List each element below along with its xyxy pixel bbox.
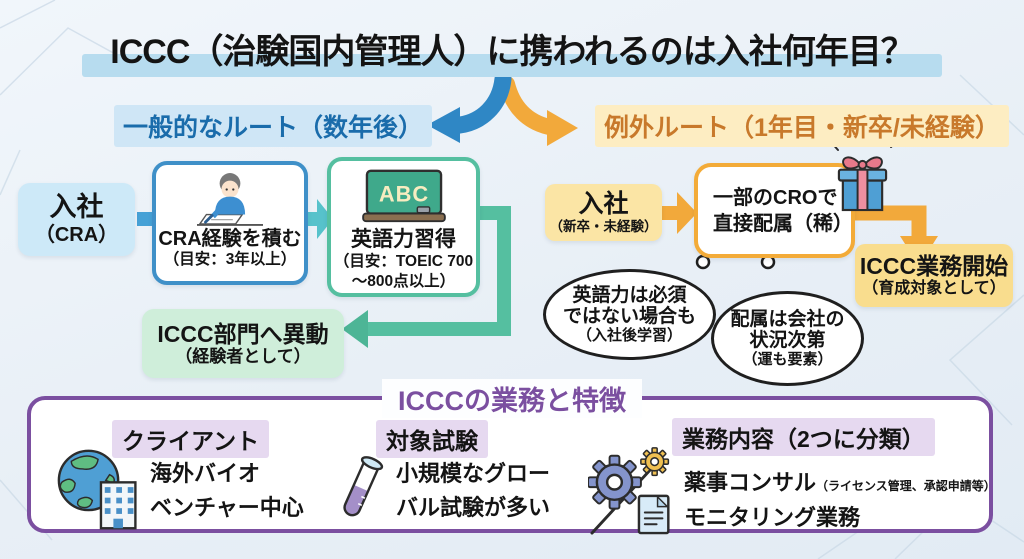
box-sublabel: （新卒・未経験） [549, 219, 658, 235]
exception-start-box: 入社 （新卒・未経験） [545, 184, 662, 241]
box-label: ICCC業務開始 [859, 253, 1009, 280]
features-title: ICCCの業務と特徴 [382, 379, 642, 418]
box-note: （育成対象として） [862, 279, 1006, 297]
box-note: （目安：3年以上） [163, 251, 297, 268]
person-writing-icon [197, 173, 263, 226]
general-start-box: 入社 （CRA） [18, 183, 135, 256]
title-highlight-bar [82, 54, 942, 77]
cro-direct-assignment-box: 一部のCROで 直接配属（稀） [694, 163, 855, 258]
route-label-general: 一般的なルート（数年後） [114, 105, 433, 147]
heading-work-content: 業務内容（2つに分類） [672, 418, 935, 456]
heading-client: クライアント [112, 420, 270, 458]
box-label: ICCC部門へ異動 [157, 320, 329, 347]
box-label: 入社 [49, 192, 104, 223]
route-label-exception: 例外ルート（1年目・新卒/未経験） [595, 105, 1009, 147]
test-tube-icon [343, 456, 384, 517]
box-sublabel: （CRA） [34, 223, 119, 246]
heading-target-trials: 対象試験 [376, 420, 488, 458]
box-label: 英語力習得 [351, 228, 456, 251]
svg-text:ABC: ABC [378, 181, 428, 206]
box-note: （目安：TOEIC 700 〜800点以上） [333, 253, 474, 290]
iccc-start-box: ICCC業務開始 （育成対象として） [855, 244, 1013, 307]
gear-large-icon [588, 454, 642, 510]
document-icon [637, 494, 670, 535]
gears-document-icon [588, 447, 670, 535]
work-item-monitoring: モニタリング業務 [684, 505, 861, 530]
english-skill-box: ABC 英語力習得 （目安：TOEIC 700 〜800点以上） [327, 157, 480, 297]
work-item-consulting: 薬事コンサル （ライセンス管理、承認申請等） [684, 470, 996, 495]
gear-small-icon [640, 447, 670, 477]
iccc-transfer-box: ICCC部門へ異動 （経験者として） [142, 309, 344, 378]
box-label: CRA経験を積む [158, 228, 302, 250]
globe-building-icon [57, 449, 137, 530]
box-label: 入社 [578, 190, 629, 219]
cra-experience-box: CRA経験を積む （目安：3年以上） [152, 161, 308, 285]
thought-bubble-english: 英語力は必須 ではない場合も （入社後学習） [543, 269, 716, 360]
thought-bubble-assignment: 配属は会社の 状況次第 （運も要素） [711, 291, 864, 386]
box-label: 一部のCROで 直接配属（稀） [713, 186, 853, 235]
chalkboard-abc-icon: ABC [361, 169, 446, 223]
page-title: ICCC（治験国内管理人）に携われるのは入社何年目？ [110, 33, 914, 71]
gift-icon [837, 156, 888, 212]
box-note: （経験者として） [175, 346, 311, 366]
client-description: 海外バイオ ベンチャー中心 [150, 461, 304, 520]
trial-description: 小規模なグロー バル試験が多い [396, 461, 551, 520]
